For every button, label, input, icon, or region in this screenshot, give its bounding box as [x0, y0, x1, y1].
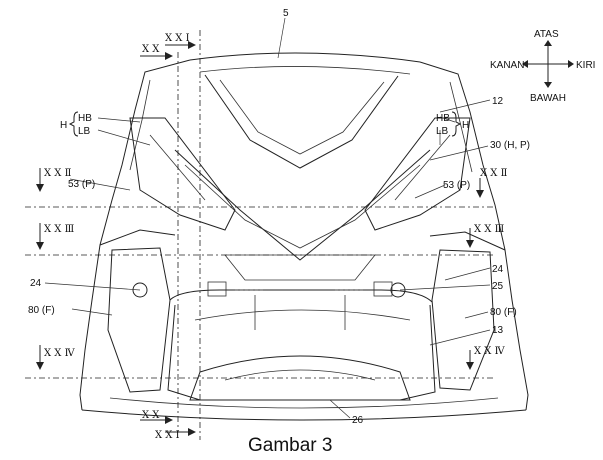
section-xx-bottom: X X: [142, 410, 160, 421]
lb-left: LB: [78, 126, 91, 137]
reference-labels: 5 12 30 (H, P) 53 (P) 53 (P) HB LB H HB …: [28, 8, 530, 426]
ref-80-right: 80 (F): [490, 307, 517, 318]
section-xxi-top: X X I: [165, 33, 190, 44]
front-fork-area: [207, 281, 393, 330]
h-braces: [68, 111, 462, 137]
section-xxii-right: X X Ⅱ: [480, 168, 508, 179]
ref-12: 12: [492, 96, 504, 107]
leader-lines: [44, 17, 491, 419]
section-xx-top: X X: [142, 44, 160, 55]
section-lines: [25, 30, 495, 440]
ref-25: 25: [492, 281, 504, 292]
section-xxi-bottom: X X I: [155, 430, 180, 441]
ref-26: 26: [352, 415, 364, 426]
hb-right: HB: [436, 113, 450, 124]
direction-left-label: KANAN: [490, 60, 524, 71]
section-xxiii-left: X X Ⅲ: [44, 224, 75, 235]
ref-13: 13: [492, 325, 504, 336]
lb-right: LB: [436, 126, 449, 137]
ref-53-left: 53 (P): [68, 179, 95, 190]
ref-5: 5: [283, 8, 289, 19]
vent-panel-left: [107, 247, 171, 393]
center-lamp: [224, 254, 376, 281]
h-right: H: [462, 120, 469, 131]
ref-24-right: 24: [492, 264, 504, 275]
section-xxii-left: X X Ⅱ: [44, 168, 72, 179]
hb-left: HB: [78, 113, 92, 124]
figure-caption: Gambar 3: [248, 435, 332, 456]
section-mark-labels: X X X X I X X X X I X X Ⅱ X X Ⅱ X X Ⅲ X …: [44, 33, 508, 441]
ref-24-left: 24: [30, 278, 42, 289]
section-arrows: [36, 41, 484, 436]
section-xxiii-right: X X Ⅲ: [474, 224, 505, 235]
direction-indicator: ATAS BAWAH KANAN KIRI: [490, 29, 595, 104]
direction-up-label: ATAS: [534, 29, 559, 40]
headlight-right: [364, 117, 471, 231]
direction-right-label: KIRI: [576, 60, 595, 71]
headlight-left: [129, 117, 236, 231]
scooter-body-outline: [79, 52, 529, 421]
ref-53-right: 53 (P): [443, 180, 470, 191]
ref-80-left: 80 (F): [28, 305, 55, 316]
section-xxiv-left: X X Ⅳ: [44, 348, 76, 359]
h-left: H: [60, 120, 67, 131]
section-xxiv-right: X X Ⅳ: [474, 346, 506, 357]
ref-30: 30 (H, P): [490, 140, 530, 151]
direction-down-label: BAWAH: [530, 93, 566, 104]
